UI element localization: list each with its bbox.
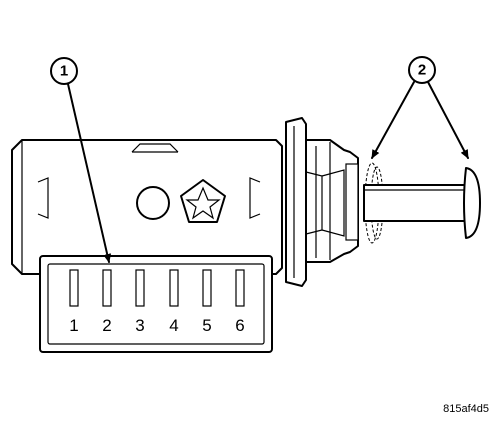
callout-2: 2 (371, 56, 469, 159)
pin-label-6: 6 (235, 316, 244, 335)
pin-label-2: 2 (102, 316, 111, 335)
terminal-pins (69, 269, 245, 307)
electrical-connector (39, 255, 273, 353)
mounting-boss (136, 186, 170, 220)
pin-5 (202, 269, 212, 307)
pin-label-5: 5 (202, 316, 211, 335)
pin-1 (69, 269, 79, 307)
plunger-tip (463, 167, 481, 239)
pin-4 (169, 269, 179, 307)
mounting-flange (285, 117, 307, 287)
pin-2 (102, 269, 112, 307)
callout-2-number: 2 (418, 62, 426, 79)
pin-label-1: 1 (69, 316, 78, 335)
switch-nose (305, 139, 359, 263)
pentastar-logo (180, 179, 226, 223)
pin-number-labels: 1 2 3 4 5 6 (69, 316, 244, 335)
figure-code: 815af4d5 (443, 403, 489, 415)
callout-1-number: 1 (60, 63, 68, 80)
pin-label-3: 3 (135, 316, 144, 335)
callout-1: 1 (50, 57, 112, 263)
pin-6 (235, 269, 245, 307)
pin-3 (135, 269, 145, 307)
plunger (363, 184, 471, 222)
pin-label-4: 4 (169, 316, 178, 335)
